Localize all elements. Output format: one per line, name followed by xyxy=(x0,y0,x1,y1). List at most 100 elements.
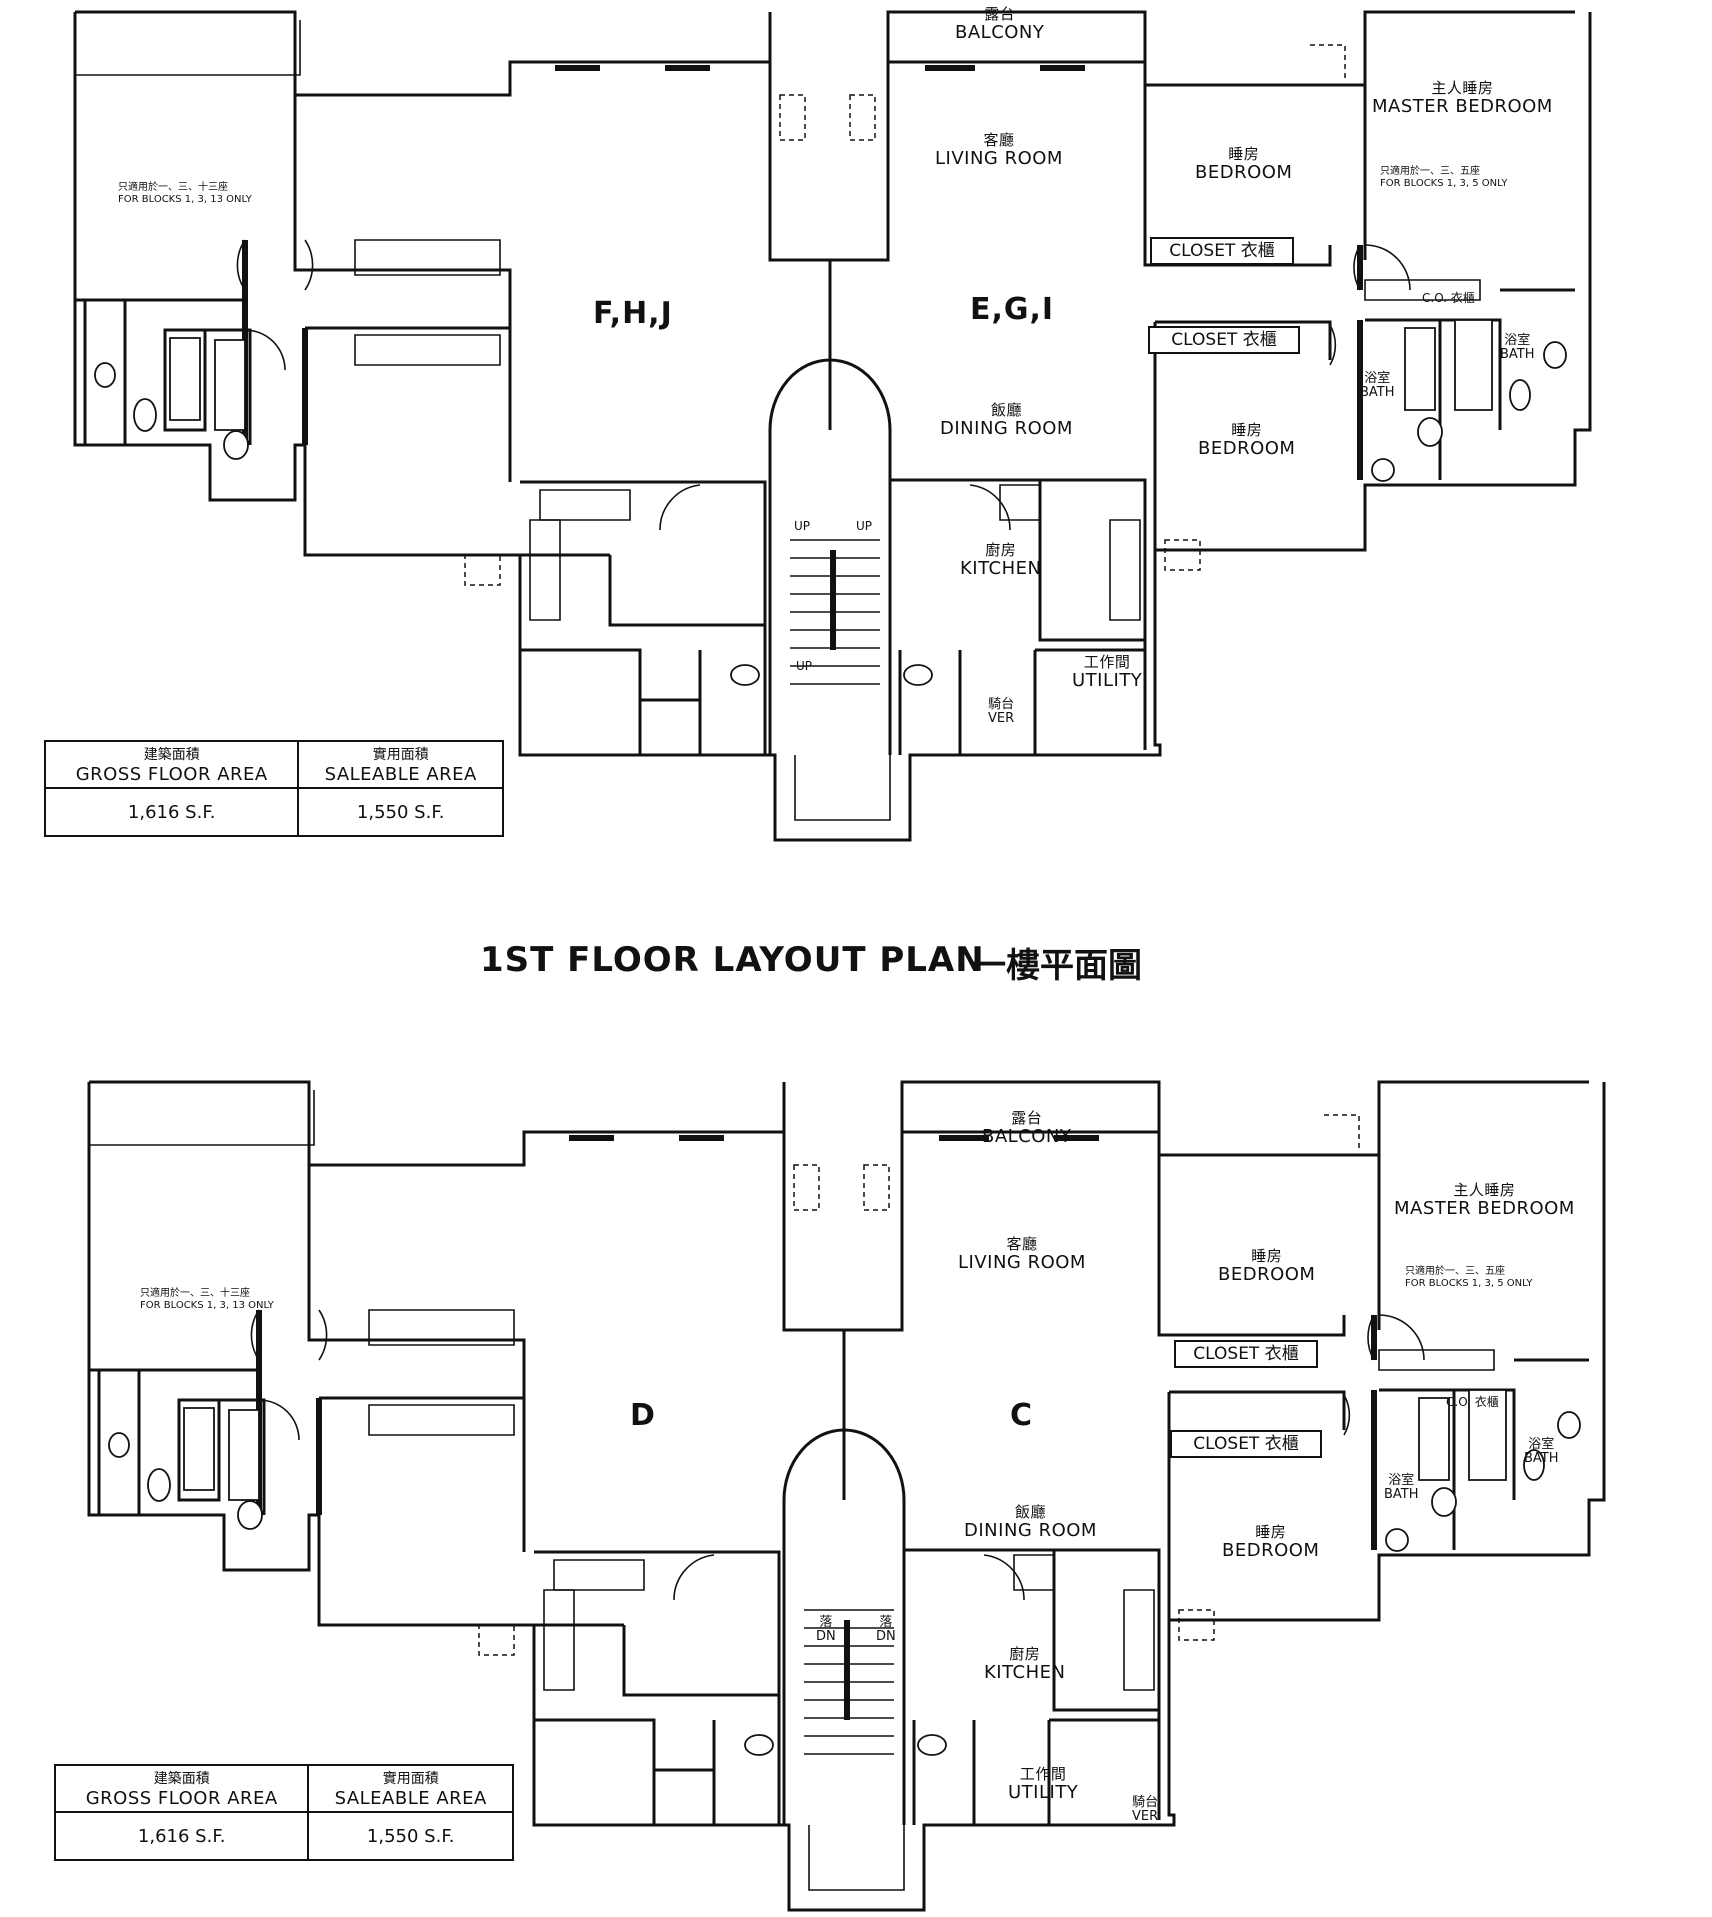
door-swing xyxy=(1353,244,1361,291)
window-line xyxy=(89,1090,315,1146)
interior-wall xyxy=(89,1165,526,1552)
toilet xyxy=(744,1734,774,1756)
service-wall xyxy=(534,1718,716,1825)
counter xyxy=(539,484,1041,521)
toilet xyxy=(730,664,760,686)
saleable-area-header: 實用面積 SALEABLE AREA xyxy=(307,1764,514,1813)
toilet xyxy=(133,398,157,432)
toilet xyxy=(1431,1487,1457,1517)
door-swing xyxy=(659,484,701,531)
door-swing xyxy=(304,239,314,291)
closet-outline xyxy=(1364,279,1481,301)
bathtub xyxy=(1404,319,1493,411)
service-wall xyxy=(520,648,702,755)
dining-room-label: 飯廳 DINING ROOM xyxy=(940,401,1073,440)
ac-outline xyxy=(464,539,1201,586)
area-table: 建築面積 GROSS FLOOR AREA 實用面積 SALEABLE AREA… xyxy=(43,740,504,837)
counter xyxy=(354,239,501,276)
bedroom-label: 睡房 BEDROOM xyxy=(1218,1247,1316,1286)
door-swing xyxy=(1343,1394,1351,1436)
service-wall xyxy=(912,1718,1159,1825)
core-wall xyxy=(782,1082,902,1500)
blocks-note-right: 只適用於一、三、五座 FOR BLOCKS 1, 3, 5 ONLY xyxy=(1380,166,1508,189)
door-swing xyxy=(1378,1314,1425,1361)
kitchen-wall xyxy=(534,1550,781,1825)
stair-core xyxy=(768,358,892,755)
toilet xyxy=(1509,379,1531,411)
closet-outline xyxy=(1378,1349,1495,1371)
door-swing xyxy=(1367,1314,1375,1361)
kitchen-label: 廚房 KITCHEN xyxy=(960,541,1042,580)
counter xyxy=(553,1554,1055,1591)
basin xyxy=(1385,1528,1409,1552)
bath-wall xyxy=(83,300,252,445)
door-swing xyxy=(250,1309,260,1361)
counter xyxy=(368,1309,515,1346)
gross-floor-area-header: 建築面積 GROSS FLOOR AREA xyxy=(53,1764,310,1813)
co-label: C.O. 衣櫃 xyxy=(1446,1395,1499,1409)
door-swing xyxy=(1364,244,1411,291)
bedroom-label: 睡房 BEDROOM xyxy=(1222,1523,1320,1562)
toilet xyxy=(223,430,249,460)
kitchen-wall xyxy=(890,478,1147,750)
balcony-wall xyxy=(886,12,1145,64)
bathtub xyxy=(183,1407,260,1501)
unit-label: C xyxy=(1010,1398,1034,1433)
toilet xyxy=(917,1734,947,1756)
gross-floor-area-header: 建築面積 GROSS FLOOR AREA xyxy=(43,740,300,789)
master-bedroom-label: 主人睡房 MASTER BEDROOM xyxy=(1372,79,1553,118)
saleable-area-value: 1,550 S.F. xyxy=(297,787,504,837)
service-wall xyxy=(898,648,1145,755)
counter xyxy=(354,334,501,366)
kitchen-label: 廚房 KITCHEN xyxy=(984,1645,1066,1684)
bath-wall xyxy=(97,1370,266,1515)
gross-floor-area-value: 1,616 S.F. xyxy=(43,787,300,837)
window-bay xyxy=(779,94,876,141)
stair-up-label: UP xyxy=(856,519,873,533)
counter xyxy=(368,1404,515,1436)
dining-room-label: 飯廳 DINING ROOM xyxy=(964,1503,1097,1542)
saleable-area-header: 實用面積 SALEABLE AREA xyxy=(297,740,504,789)
entrance xyxy=(774,755,911,841)
toilet xyxy=(147,1468,171,1502)
co-label: C.O. 衣櫃 xyxy=(1422,291,1475,305)
stair-core xyxy=(782,1428,906,1825)
closet-label: CLOSET 衣櫃 xyxy=(1174,1340,1318,1368)
core-wall xyxy=(768,12,888,430)
master-bedroom-label: 主人睡房 MASTER BEDROOM xyxy=(1394,1181,1575,1220)
bedroom-label: 睡房 BEDROOM xyxy=(1195,145,1293,184)
door-swing xyxy=(1329,324,1337,366)
blocks-note-right: 只適用於一、三、五座 FOR BLOCKS 1, 3, 5 ONLY xyxy=(1405,1266,1533,1289)
saleable-area-value: 1,550 S.F. xyxy=(307,1811,514,1861)
door-swing xyxy=(983,1554,1025,1601)
door-swing xyxy=(318,1309,328,1361)
interior-wall xyxy=(75,95,512,482)
area-table: 建築面積 GROSS FLOOR AREA 實用面積 SALEABLE AREA… xyxy=(53,1764,514,1861)
door-swing xyxy=(244,329,286,371)
door-swing xyxy=(236,239,246,291)
window-bay xyxy=(793,1164,890,1211)
counter xyxy=(529,519,1141,621)
unit-label: F,H,J xyxy=(593,296,673,331)
door-swing xyxy=(258,1399,300,1441)
stair-up-label: UP xyxy=(796,659,813,673)
kitchen-wall xyxy=(520,480,767,755)
door-swing xyxy=(673,1554,715,1601)
toilet xyxy=(1523,1449,1545,1481)
bedroom-label: 睡房 BEDROOM xyxy=(1198,421,1296,460)
balcony-label: 露台 BALCONY xyxy=(955,5,1045,44)
ac-outline xyxy=(478,1609,1215,1656)
basin xyxy=(1371,458,1395,482)
bathtub xyxy=(1418,1389,1507,1481)
counter xyxy=(543,1589,1155,1691)
closet-label: CLOSET 衣櫃 xyxy=(1150,237,1294,265)
plan-top xyxy=(73,10,1592,842)
basin xyxy=(1557,1411,1581,1439)
toilet xyxy=(1417,417,1443,447)
living-room-label: 客廳 LIVING ROOM xyxy=(958,1235,1086,1274)
cabinet-outline xyxy=(1310,44,1346,80)
